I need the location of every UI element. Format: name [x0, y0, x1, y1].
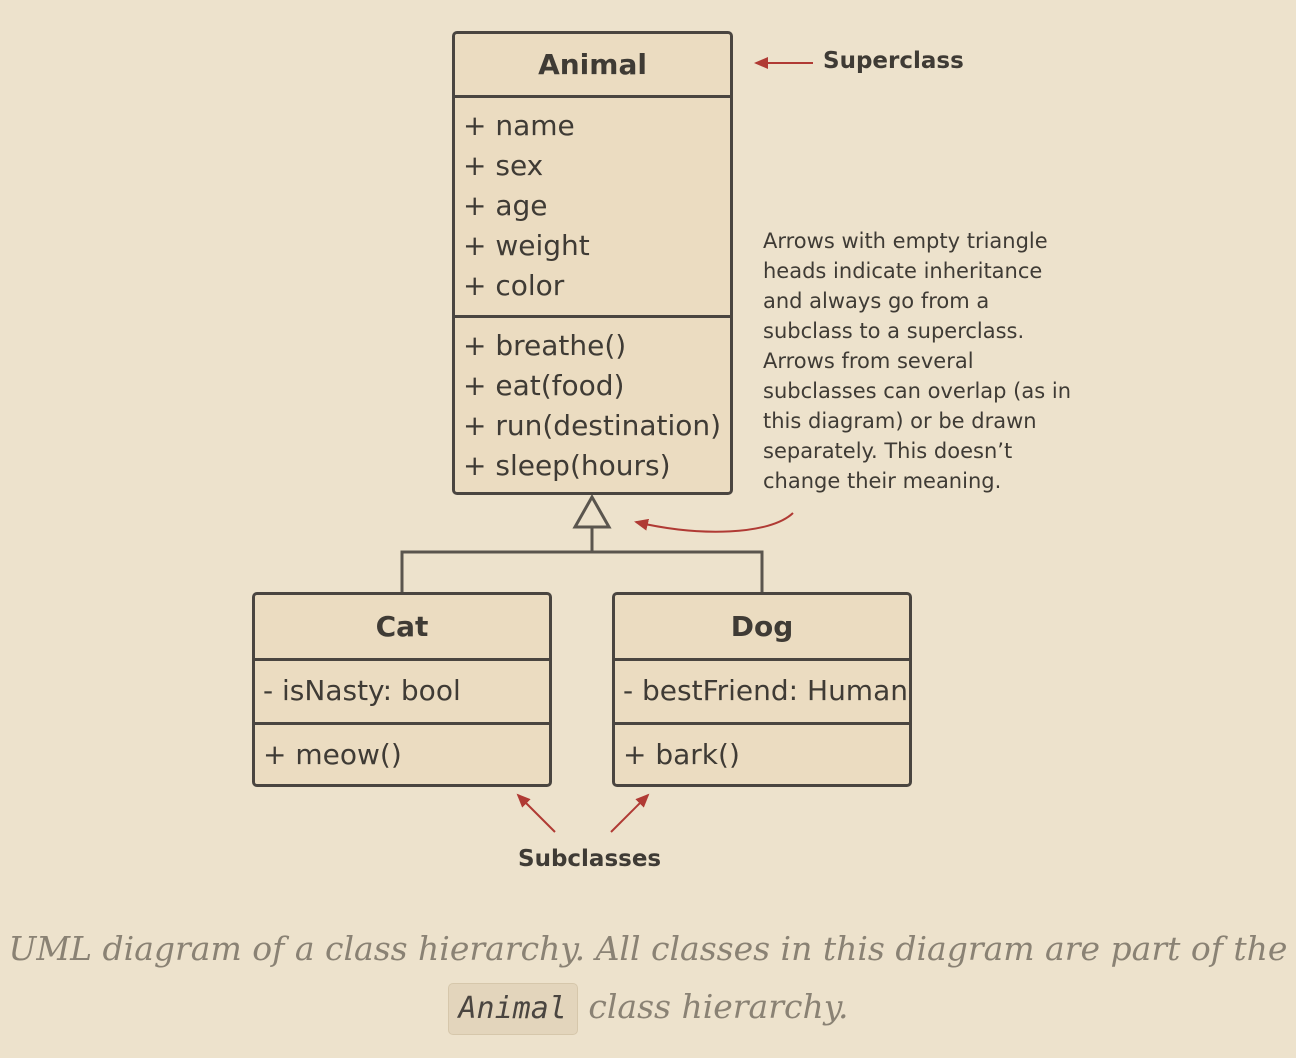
attribute-age: + age — [463, 189, 548, 222]
caption-code-animal: Animal — [447, 983, 578, 1035]
superclass-label: Superclass — [823, 48, 964, 74]
methods-section-cat: + meow() — [255, 722, 549, 779]
attribute-color: + color — [463, 269, 565, 302]
caption-text-after: class hierarchy. — [588, 987, 849, 1026]
class-name-dog: Dog — [730, 610, 794, 643]
attributes-section-animal: + name + sex + age + weight + color — [455, 95, 730, 315]
subclass-arrow-dog — [610, 793, 650, 833]
method-breathe: + breathe() — [463, 329, 627, 362]
class-box-animal: Animal + name + sex + age + weight + col… — [452, 31, 733, 495]
attributes-section-dog: - bestFriend: Human — [615, 658, 909, 722]
inheritance-line-dog — [592, 550, 764, 592]
method-bark: + bark() — [623, 738, 740, 771]
methods-section-dog: + bark() — [615, 722, 909, 779]
class-box-cat: Cat - isNasty: bool + meow() — [252, 592, 552, 787]
class-name-cat: Cat — [375, 610, 429, 643]
method-sleep: + sleep(hours) — [463, 449, 671, 482]
method-eat: + eat(food) — [463, 369, 625, 402]
attributes-section-cat: - isNasty: bool — [255, 658, 549, 722]
methods-section-animal: + breathe() + eat(food) + run(destinatio… — [455, 315, 730, 490]
inheritance-note: Arrows with empty triangle heads indicat… — [763, 229, 1072, 493]
attribute-best-friend: - bestFriend: Human — [623, 674, 908, 707]
caption-text-before: UML diagram of a class hierarchy. All cl… — [8, 929, 1288, 968]
figure-caption: UML diagram of a class hierarchy. All cl… — [0, 920, 1296, 1036]
note-arrow — [634, 512, 794, 533]
method-run: + run(destination) — [463, 409, 722, 442]
inheritance-triangle-icon — [572, 493, 612, 529]
class-name-animal: Animal — [538, 48, 647, 81]
attribute-sex: + sex — [463, 149, 544, 182]
subclasses-label: Subclasses — [518, 846, 662, 872]
method-meow: + meow() — [263, 738, 402, 771]
attribute-name: + name — [463, 109, 575, 142]
inheritance-line-cat — [400, 528, 594, 592]
attribute-weight: + weight — [463, 229, 590, 262]
subclass-arrow-cat — [516, 793, 556, 833]
class-box-dog: Dog - bestFriend: Human + bark() — [612, 592, 912, 787]
attribute-is-nasty: - isNasty: bool — [263, 674, 461, 707]
